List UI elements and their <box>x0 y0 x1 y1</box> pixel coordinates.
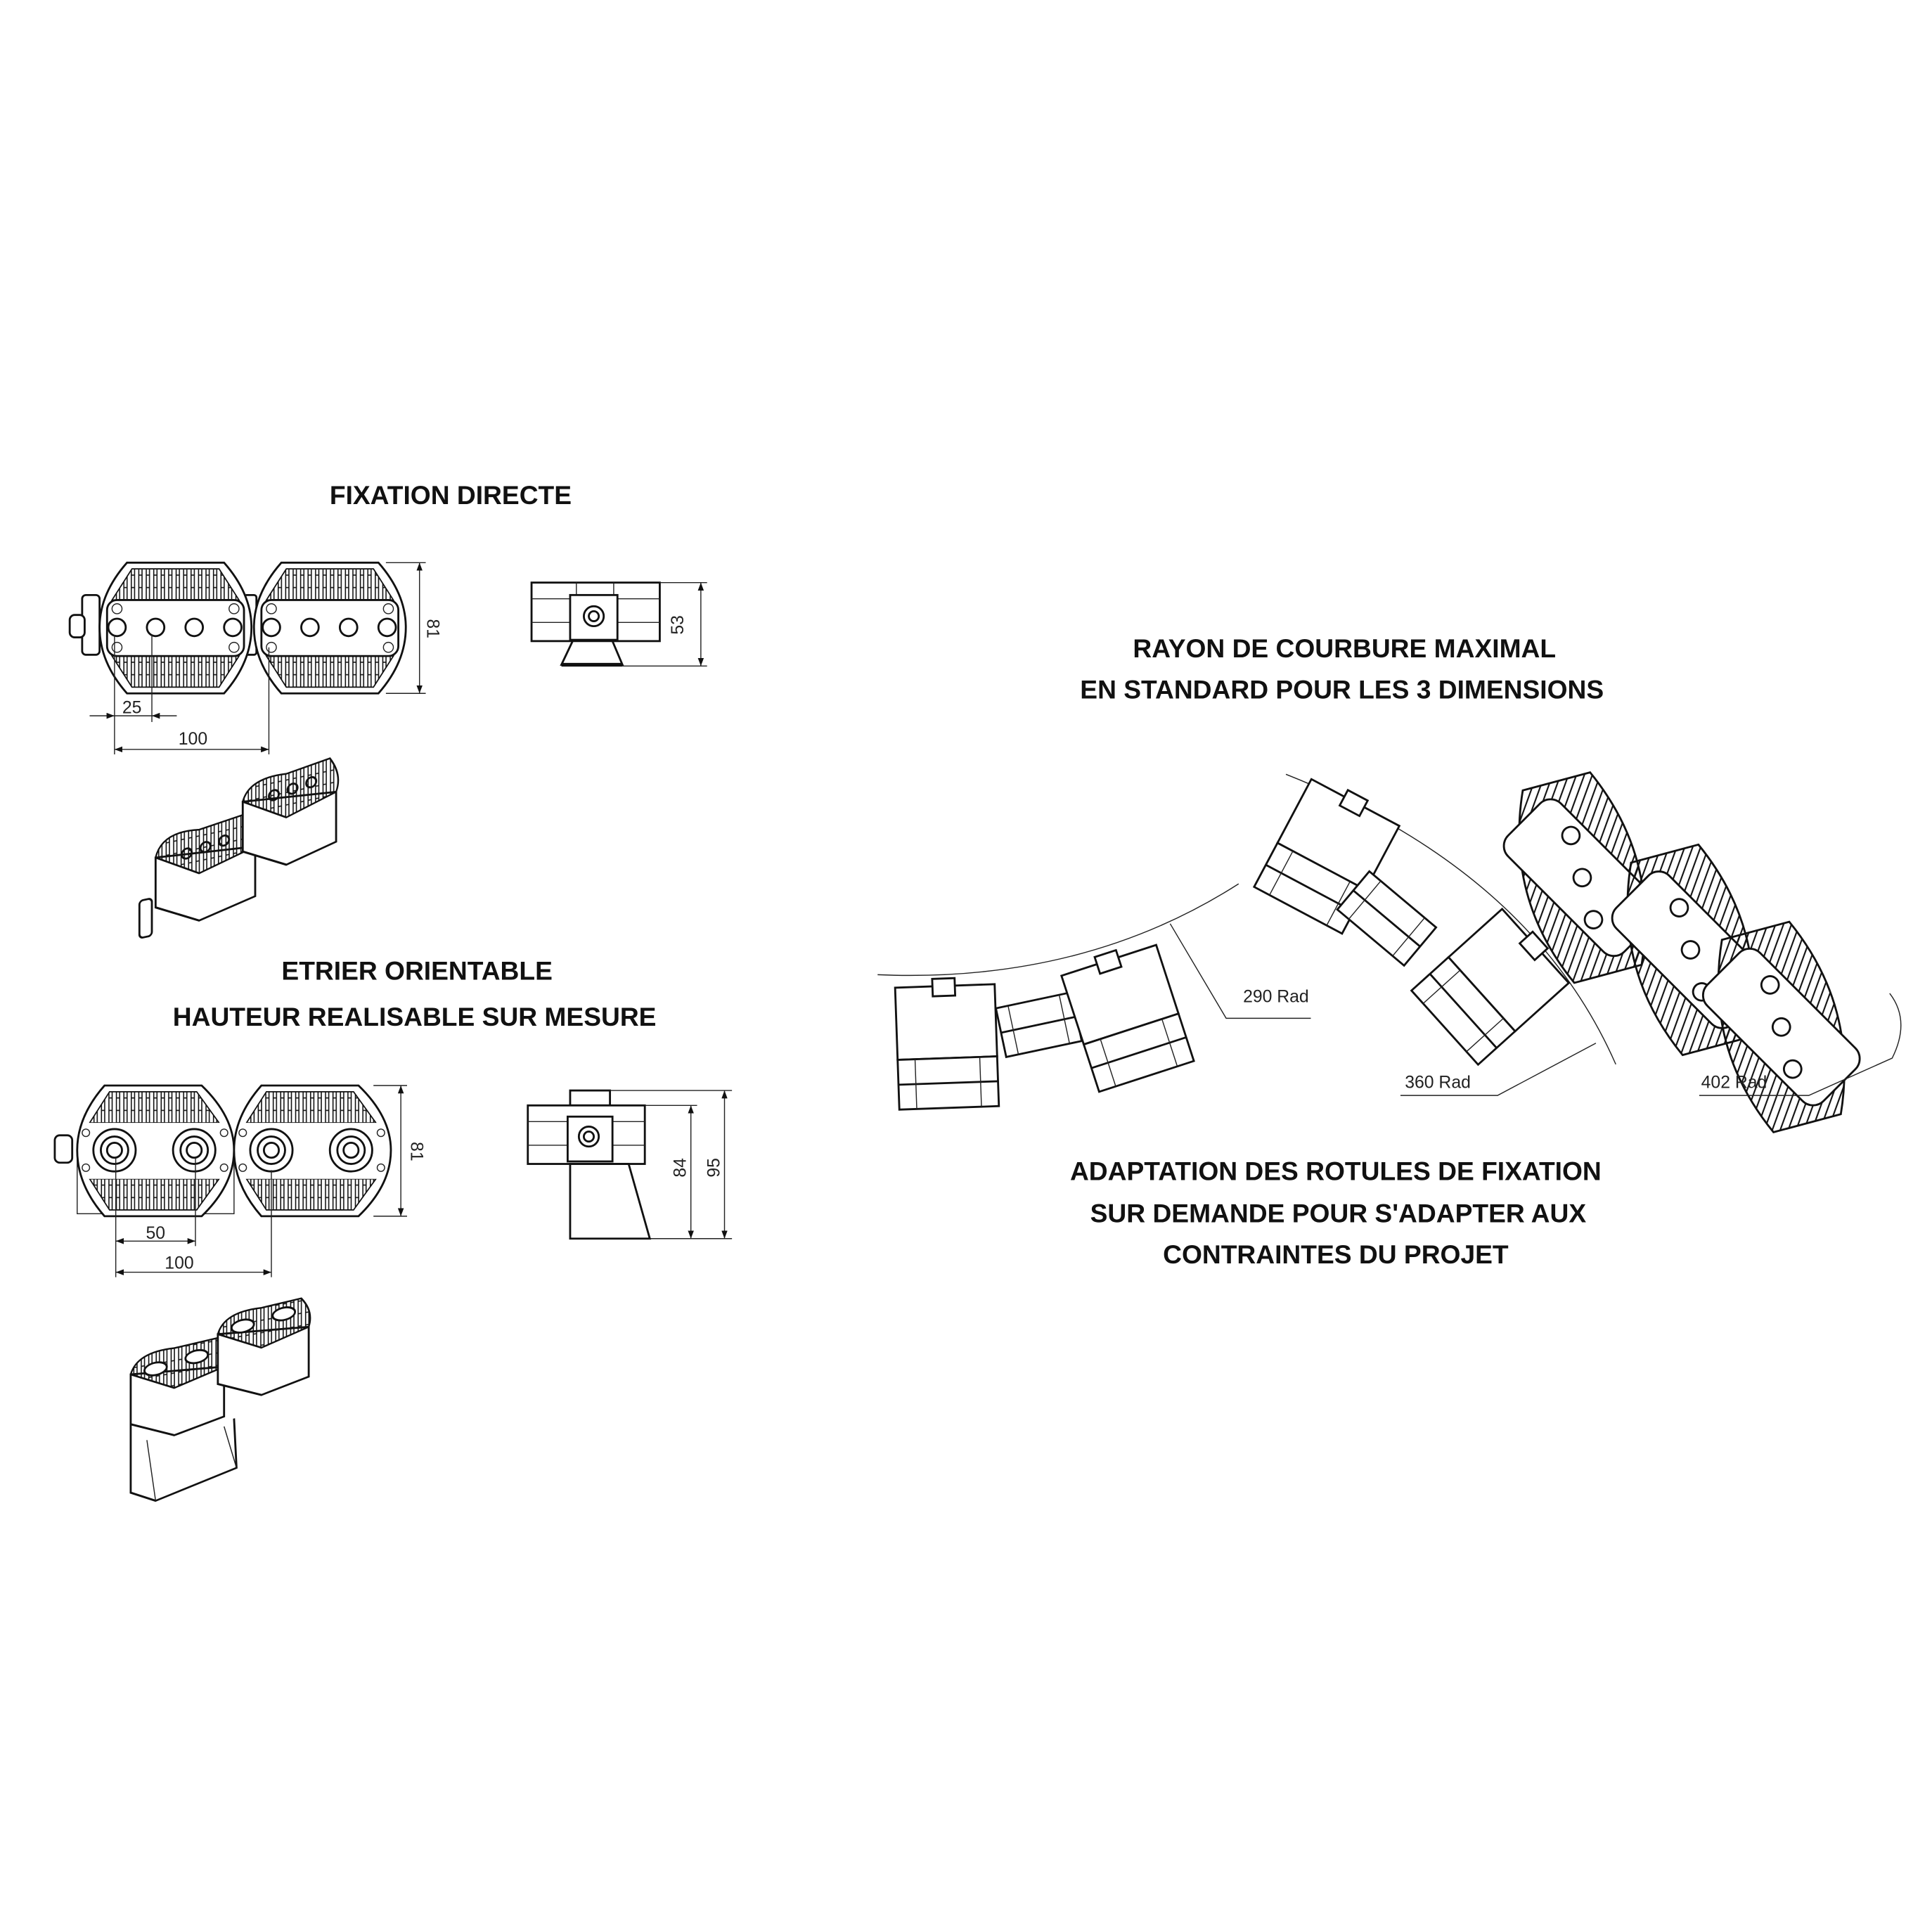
luminaire-module <box>98 561 253 695</box>
radius-label-402: 402 Rad <box>1701 1074 1767 1093</box>
curvature-402-example: 402 Rad <box>1484 761 1902 1144</box>
dimension-depth1-label: 84 <box>671 1158 690 1178</box>
dimension-height-label: 81 <box>406 1142 425 1161</box>
radius-label-360: 360 Rad <box>1405 1074 1471 1093</box>
luminaire-module <box>233 1084 392 1218</box>
heading-contraintes-projet: CONTRAINTES DU PROJET <box>1163 1239 1509 1269</box>
fixation-directe-side-view: 53 <box>530 581 707 667</box>
curvature-290-example: 290 Rad <box>877 883 1311 1111</box>
dimension-pitch-label: 25 <box>122 699 142 718</box>
etrier-side-view: 84 95 <box>527 1089 733 1240</box>
heading-standard-3-dimensions: EN STANDARD POUR LES 3 DIMENSIONS <box>1080 674 1604 704</box>
radius-label-290: 290 Rad <box>1243 987 1309 1006</box>
heading-rayon-courbure: RAYON DE COURBURE MAXIMAL <box>1133 633 1556 663</box>
fixation-directe-top-view: 81 25 100 <box>68 561 442 754</box>
dimension-length-label: 100 <box>165 1254 193 1273</box>
heading-hauteur-sur-mesure: HAUTEUR REALISABLE SUR MESURE <box>173 1002 657 1031</box>
etrier-top-view: 81 50 100 <box>53 1084 425 1277</box>
dimension-pitch-label: 50 <box>146 1224 166 1243</box>
radius-leader <box>1699 993 1902 1096</box>
luminaire-module <box>76 1084 236 1218</box>
bracket <box>569 1163 652 1240</box>
dimension-depth-label: 53 <box>669 615 688 635</box>
heading-fixation-directe: FIXATION DIRECTE <box>330 480 572 510</box>
radius-leader <box>1400 1043 1597 1096</box>
radius-leader <box>1169 923 1311 1019</box>
dimension-length-label: 100 <box>179 730 207 749</box>
mounting-knob <box>68 614 86 638</box>
swivel-arm <box>138 898 153 939</box>
heading-sur-demande: SUR DEMANDE POUR S'ADAPTER AUX <box>1090 1199 1587 1228</box>
luminaire-module <box>252 561 407 695</box>
dimension-height-label: 81 <box>423 619 442 638</box>
radius-arc <box>877 883 1239 977</box>
fixation-directe-isometric-view <box>138 757 340 939</box>
heading-etrier-orientable: ETRIER ORIENTABLE <box>281 955 553 985</box>
etrier-isometric-view <box>129 1297 311 1502</box>
dimension-depth2-label: 95 <box>704 1158 723 1178</box>
curvature-360-example: 360 Rad <box>1253 771 1616 1096</box>
heading-adaptation-rotules: ADAPTATION DES ROTULES DE FIXATION <box>1070 1157 1602 1186</box>
